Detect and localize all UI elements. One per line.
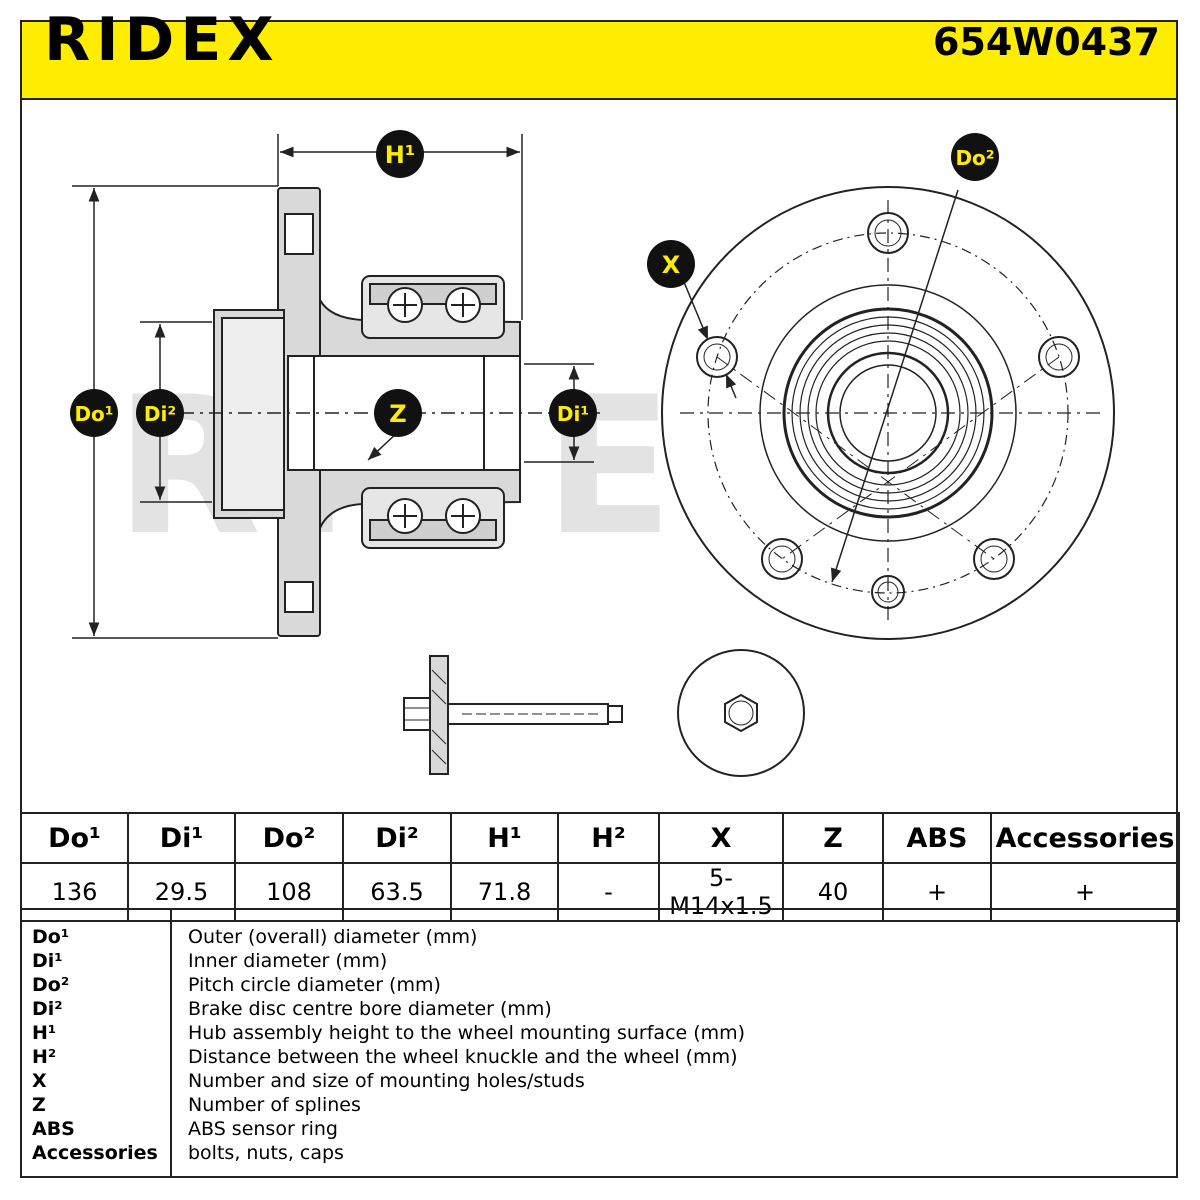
legend-key: Di¹ [32,950,63,972]
value-h1: 71.8 [450,862,559,922]
header-do2: Do² [234,812,344,864]
legend-row: Z Number of splines [22,1093,1172,1117]
callout-do1-label: Do¹ [74,402,113,426]
legend-row: Do¹ Outer (overall) diameter (mm) [22,925,1172,949]
part-number: 654W0437 [933,20,1160,64]
callout-di2: Di² [136,389,184,437]
value-z: 40 [782,862,884,922]
callout-do1: Do¹ [70,389,118,437]
value-x: 5-M14x1.5 [658,862,784,922]
specs-table: Do¹ Di¹ Do² Di² H¹ H² X Z ABS Accessorie… [20,812,1180,922]
legend-row: X Number and size of mounting holes/studs [22,1069,1172,1093]
callout-x-label: X [662,251,681,279]
header-h1: H¹ [450,812,559,864]
callout-h1: H¹ [376,130,424,178]
legend-desc: Distance between the wheel knuckle and t… [188,1046,738,1068]
header-x: X [658,812,784,864]
legend-key: Z [32,1094,46,1116]
front-dimension-lines [683,189,959,583]
callout-do2: Do² [951,133,999,181]
legend-row: Di¹ Inner diameter (mm) [22,949,1172,973]
legend-desc: Hub assembly height to the wheel mountin… [188,1022,746,1044]
callout-z-label: Z [389,400,406,428]
header-di1: Di¹ [127,812,236,864]
legend-row: Di² Brake disc centre bore diameter (mm) [22,997,1172,1021]
callout-do2-label: Do² [955,146,994,170]
value-abs: + [882,862,992,922]
legend-key: ABS [32,1118,75,1140]
callout-x: X [647,240,695,288]
callout-z: Z [374,389,422,437]
header-z: Z [782,812,884,864]
technical-drawing: RIDEX [70,130,1115,777]
legend-desc: Number of splines [188,1094,361,1116]
legend-key: Do² [32,974,70,996]
legend-desc: Inner diameter (mm) [188,950,388,972]
legend-key: Accessories [32,1142,158,1164]
legend-box: Do¹ Outer (overall) diameter (mm) Di¹ Inne… [20,908,1178,1178]
value-di1: 29.5 [127,862,236,922]
wheel-bolt-side [403,655,623,775]
legend-key: H² [32,1046,57,1068]
legend-key: Do¹ [32,926,70,948]
header-di2: Di² [342,812,452,864]
legend-row: Accessories bolts, nuts, caps [22,1141,1172,1165]
callout-di1: Di¹ [549,389,597,437]
callout-di1-label: Di¹ [557,402,589,426]
header-bar [20,20,1178,100]
value-di2: 63.5 [342,862,452,922]
legend-row: ABS ABS sensor ring [22,1117,1172,1141]
header-abs: ABS [882,812,992,864]
value-h2: - [557,862,660,922]
legend-row: H² Distance between the wheel knuckle and… [22,1045,1172,1069]
legend-desc: ABS sensor ring [188,1118,338,1140]
brand-logo: RIDEX [44,5,280,75]
legend-row: Do² Pitch circle diameter (mm) [22,973,1172,997]
legend-desc: Brake disc centre bore diameter (mm) [188,998,552,1020]
legend-row: H¹ Hub assembly height to the wheel mount… [22,1021,1172,1045]
value-do1: 136 [20,862,129,922]
value-do2: 108 [234,862,344,922]
value-accessories: + [990,862,1180,922]
legend-desc: bolts, nuts, caps [188,1142,344,1164]
wheel-bolt-end [677,649,805,777]
legend-key: H¹ [32,1022,57,1044]
callout-di2-label: Di² [144,402,176,426]
header-accessories: Accessories [990,812,1180,864]
specs-header-row: Do¹ Di¹ Do² Di² H¹ H² X Z ABS Accessorie… [20,812,1180,864]
header-do1: Do¹ [20,812,129,864]
legend-desc: Pitch circle diameter (mm) [188,974,441,996]
callout-h1-label: H¹ [385,141,416,169]
header-h2: H² [557,812,660,864]
hub-front-view [661,186,1115,640]
legend-divider [170,910,172,1176]
legend-key: Di² [32,998,63,1020]
specs-value-row: 136 29.5 108 63.5 71.8 - 5-M14x1.5 40 + … [20,862,1180,922]
legend-desc: Number and size of mounting holes/studs [188,1070,585,1092]
legend-desc: Outer (overall) diameter (mm) [188,926,478,948]
legend-key: X [32,1070,47,1092]
